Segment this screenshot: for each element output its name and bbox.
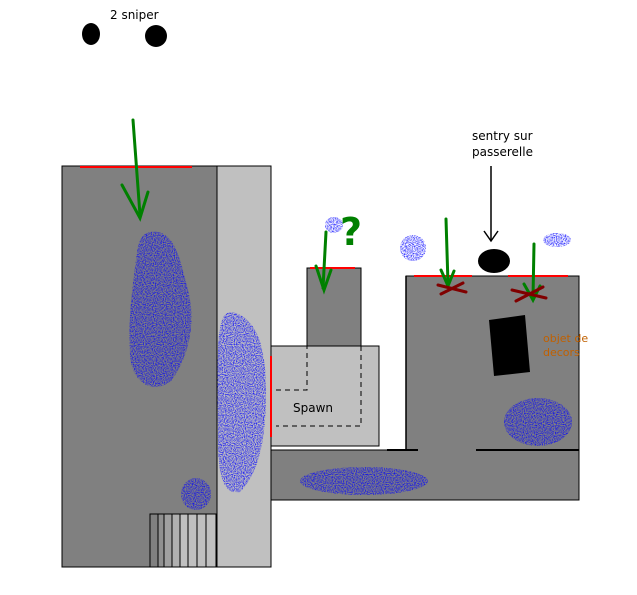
spawn-label: Spawn	[293, 401, 333, 415]
sentry-pointer-arrow	[483, 166, 499, 243]
path-arrow-tower	[314, 230, 333, 295]
spawn-room	[270, 345, 380, 447]
sniper-2-icon	[145, 25, 167, 47]
sentry-label-2: passerelle	[472, 145, 533, 159]
sentry-label-1: sentry sur	[472, 129, 533, 143]
tower	[306, 267, 362, 347]
decor-object	[489, 315, 530, 376]
crowd-left-building	[129, 231, 192, 387]
sentry-icon	[478, 249, 510, 273]
question-mark: ?	[340, 210, 362, 254]
decor-label-1: objet de	[543, 332, 588, 345]
spawn-dashed-path	[276, 346, 308, 391]
blocked-cross-1-icon	[436, 281, 468, 296]
decor-label-2: decors	[543, 346, 580, 359]
stairs	[149, 513, 217, 568]
path-arrow-left	[120, 118, 150, 222]
snipers-label: 2 sniper	[110, 8, 159, 22]
crowd-stairs	[181, 478, 211, 510]
sniper-1-icon	[82, 23, 100, 45]
crowd-right-building	[504, 398, 572, 446]
crowd-top-small-1	[325, 217, 343, 233]
crowd-top-small-2	[400, 235, 426, 261]
path-arrow-right-1	[439, 217, 456, 290]
crowd-bottom-corridor	[300, 467, 428, 495]
crowd-corridor	[217, 312, 266, 493]
blocked-cross-2-icon	[510, 285, 548, 303]
crowd-top-small-3	[543, 233, 571, 247]
